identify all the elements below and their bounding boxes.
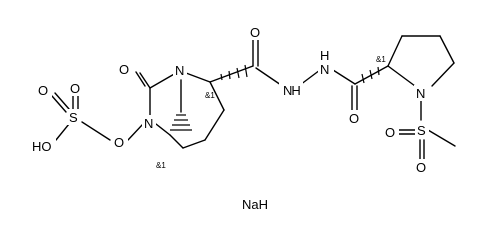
atom-n-proline: N (416, 86, 425, 101)
molecule-drawing: N O N O S O O HO O NH H N O N S O O (30, 24, 456, 212)
atom-o-sulfate2: O (38, 83, 48, 98)
atom-s-sulfate: S (69, 110, 78, 125)
atom-oh-sulfate: HO (32, 139, 52, 154)
atom-n-hydrazide1: NH (283, 83, 300, 98)
atom-o-sulfate1: O (70, 81, 80, 96)
stereo-labels: &1 &1 &1 (156, 55, 386, 170)
atom-o-pro-carbonyl: O (349, 111, 359, 126)
atom-n-ring2: N (144, 116, 153, 131)
atom-o-sulfonyl2: O (416, 160, 426, 175)
stereo-label-1: &1 (205, 91, 215, 100)
chemical-structure-diagram: N O N O S O O HO O NH H N O N S O O (30, 24, 456, 212)
hashed-wedge-proline (361, 66, 380, 84)
atom-h-hydrazide2: H (320, 48, 329, 63)
stereo-wedges (170, 64, 380, 131)
bond-lines (51, 35, 456, 161)
stereo-label-3: &1 (376, 55, 386, 64)
hashed-wedge-bridge (170, 114, 192, 131)
hashed-wedge-amide (220, 64, 248, 81)
counterion-label: NaH (242, 197, 268, 212)
atom-labels: N O N O S O O HO O NH H N O N S O O (30, 24, 430, 175)
atom-o-noxy: O (114, 135, 124, 150)
atom-n-hydrazide2: N (320, 62, 329, 77)
atom-o-sulfonyl1: O (385, 125, 395, 140)
atom-s-sulfonyl: S (417, 123, 426, 138)
atom-n-ring1: N (175, 63, 184, 78)
stereo-label-2: &1 (156, 161, 166, 170)
atom-o-carbonyl1: O (119, 62, 129, 77)
atom-o-amide: O (250, 25, 260, 40)
